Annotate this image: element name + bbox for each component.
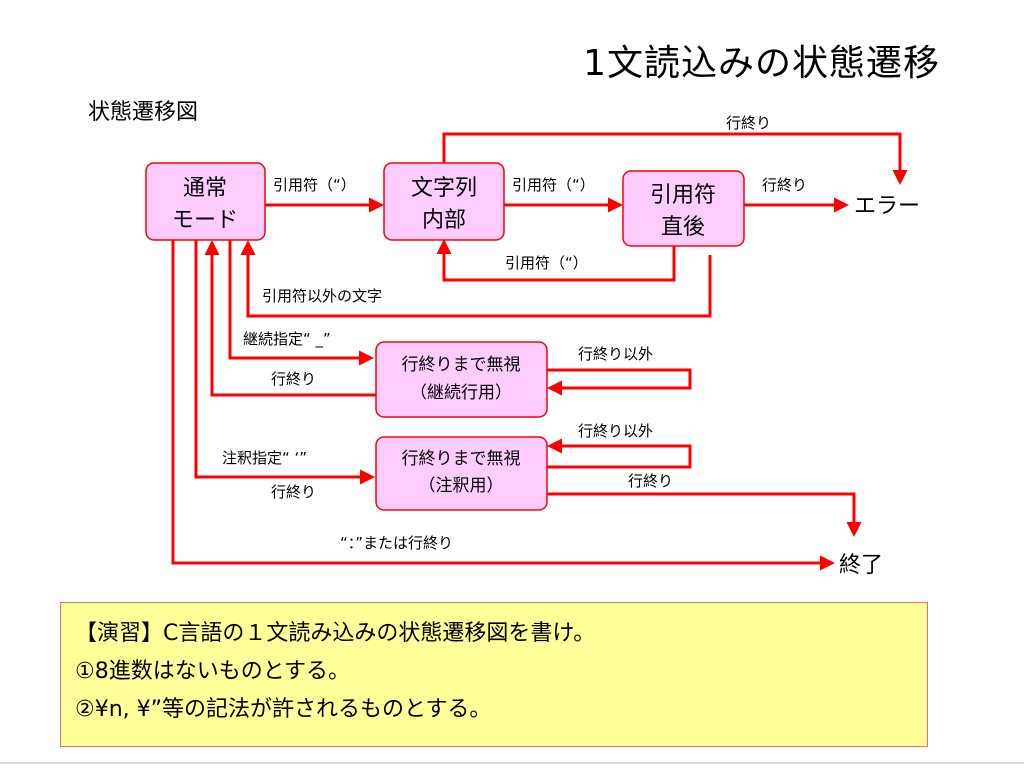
svg-text:（注釈用）: （注釈用）: [419, 476, 504, 496]
svg-text:行終りまで無視: 行終りまで無視: [402, 355, 521, 375]
exercise-box: 【演習】C言語の１文読み込みの状態遷移図を書け。 ①8進数はないものとする。 ②…: [60, 602, 928, 747]
label-non-eol-continue: 行終り以外: [578, 345, 653, 363]
footer-divider: [0, 762, 1024, 764]
arrow-skipcomment-loop: [547, 438, 692, 469]
svg-text:行終りまで無視: 行終りまで無視: [402, 449, 521, 469]
svg-text:（継続行用）: （継続行用）: [410, 383, 512, 403]
arrow-skipcomment-to-end: [547, 492, 862, 537]
svg-text:内部: 内部: [422, 208, 466, 233]
label-quote-2: 引用符（“）: [512, 176, 595, 194]
terminal-end: 終了: [839, 553, 883, 578]
state-after-quote: 引用符 直後: [622, 170, 745, 247]
arrow-string-to-error: [442, 132, 908, 185]
exercise-line-2: ①8進数はないものとする。: [75, 659, 351, 684]
label-eol-top: 行終り: [726, 114, 771, 132]
exercise-line-3: ②¥n, ¥”等の記法が許されるものとする。: [75, 697, 492, 722]
exercise-line-1: 【演習】C言語の１文読み込みの状態遷移図を書け。: [75, 621, 596, 646]
arrow-normal-to-skipcontinue: [228, 240, 374, 366]
label-continue-spec: 継続指定“ _”: [243, 330, 331, 349]
label-quote-1: 引用符（“）: [273, 176, 356, 194]
arrow-normal-to-skipcomment: [194, 240, 375, 485]
svg-text:モード: モード: [172, 208, 238, 233]
label-eol-comment: 行終り: [271, 483, 316, 501]
arrow-afterquote-to-string: [436, 239, 676, 282]
terminal-error: エラー: [854, 194, 920, 219]
state-normal-mode: 通常 モード: [145, 162, 266, 241]
svg-text:通常: 通常: [183, 176, 227, 201]
state-skip-comment: 行終りまで無視 （注釈用）: [375, 436, 548, 511]
svg-text:直後: 直後: [661, 215, 705, 240]
diagram-label: 状態遷移図: [88, 100, 199, 125]
arrow-normal-to-end: [171, 240, 835, 571]
page-title: 1文読込みの状態遷移: [583, 43, 940, 84]
label-quote-3: 引用符（“）: [505, 254, 588, 272]
state-string-inside: 文字列 内部: [383, 162, 505, 241]
label-comment-spec: 注釈指定“ ‘”: [222, 449, 307, 467]
label-colon-or-eol: “：”または行終り: [340, 534, 453, 552]
label-eol-comment-end: 行終り: [628, 472, 673, 490]
label-eol-after-quote: 行終り: [762, 176, 807, 194]
svg-text:文字列: 文字列: [411, 176, 477, 201]
svg-text:引用符: 引用符: [650, 183, 716, 208]
label-non-eol-comment: 行終り以外: [578, 422, 653, 440]
arrow-skipcontinue-loop: [547, 368, 692, 396]
label-eol-continue: 行終り: [271, 370, 316, 388]
arrow-skipcontinue-to-normal: [204, 240, 376, 397]
state-transition-diagram: 通常 モード 文字列 内部 引用符 直後 行終りまで無視 （継続行用） 行終りま…: [145, 114, 920, 578]
state-skip-continuation: 行終りまで無視 （継続行用）: [375, 341, 548, 418]
arrow-afterquote-to-normal: [240, 240, 712, 318]
label-other-char: 引用符以外の文字: [262, 287, 382, 305]
